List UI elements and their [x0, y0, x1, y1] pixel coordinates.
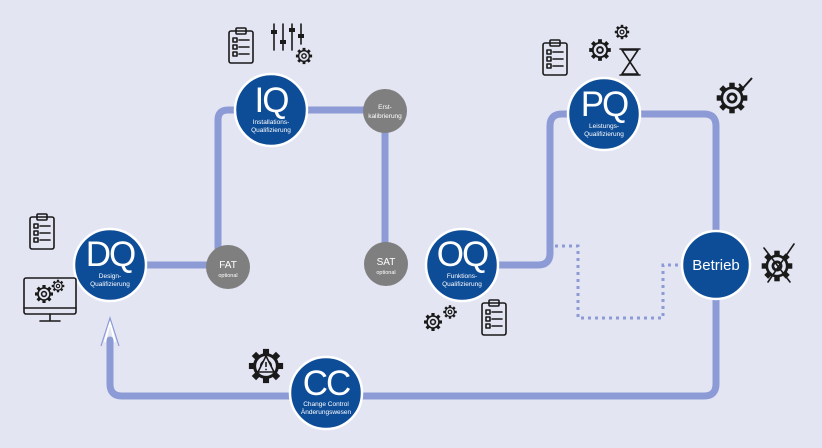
checklist-icon: [29, 213, 55, 250]
node-dq-abbr: DQ: [86, 235, 135, 274]
node-pq-line2: Qualifizierung: [584, 131, 624, 138]
warning-gear-icon: [247, 347, 285, 385]
node-cc-abbr: CC: [303, 364, 350, 403]
node-oq-line2: Qualifizierung: [442, 281, 482, 288]
gear-icon: [614, 24, 630, 40]
node-betrieb[interactable]: Betrieb: [680, 229, 752, 301]
node-dq-line2: Qualifizierung: [90, 281, 130, 288]
path-return: [106, 296, 720, 400]
checklist-icon: [481, 299, 507, 336]
path-dotted: [555, 244, 684, 320]
gear-icon: [588, 38, 612, 62]
wrench-screwdriver-gear-icon: [760, 243, 795, 283]
node-oq-abbr: OQ: [437, 235, 488, 274]
node-cc-line2: Änderungswesen: [301, 408, 352, 416]
node-cc[interactable]: CC Change Control Änderungswesen: [288, 355, 364, 431]
node-oq-line1: Funktions-: [447, 273, 477, 280]
sliders-gear-icon: [271, 23, 313, 65]
node-cc-line1: Change Control: [303, 401, 349, 408]
node-pq-line1: Leistungs-: [589, 123, 619, 130]
gears-icon: [423, 304, 458, 332]
hourglass-icon: [619, 48, 641, 76]
flow-paths: [106, 106, 720, 400]
subnode-sat-note: optional: [376, 270, 395, 276]
checklist-icon: [228, 27, 254, 64]
node-iq-line2: Qualifizierung: [251, 127, 291, 134]
checklist-icon: [542, 39, 568, 76]
node-betrieb-label: Betrieb: [692, 257, 740, 274]
node-iq-line1: Installations-: [253, 119, 290, 126]
subnode-fat[interactable]: FAT optional: [206, 245, 250, 289]
node-dq[interactable]: DQ Design- Qualifizierung: [72, 227, 148, 303]
node-pq[interactable]: PQ Leistungs- Qualifizierung: [566, 76, 642, 152]
subnode-erst-line1: Erst-: [378, 104, 392, 111]
computer-gears-icon: [23, 277, 77, 322]
arrow-up-icon: [100, 316, 120, 347]
node-oq[interactable]: OQ Funktions- Qualifizierung: [424, 227, 500, 303]
subnode-sat[interactable]: SAT optional: [364, 242, 408, 286]
subnode-erstkalibrierung[interactable]: Erst- kalibrierung: [363, 89, 407, 133]
subnode-erst-line2: kalibrierung: [368, 113, 402, 120]
subnode-fat-label: FAT: [219, 260, 237, 271]
subnode-fat-note: optional: [218, 273, 237, 279]
node-pq-abbr: PQ: [581, 85, 628, 124]
subnode-sat-label: SAT: [377, 257, 396, 268]
node-dq-line1: Design-: [99, 273, 121, 280]
gear-check-icon: [715, 77, 753, 115]
node-iq[interactable]: IQ Installations- Qualifizierung: [233, 72, 309, 148]
node-iq-abbr: IQ: [255, 81, 289, 120]
